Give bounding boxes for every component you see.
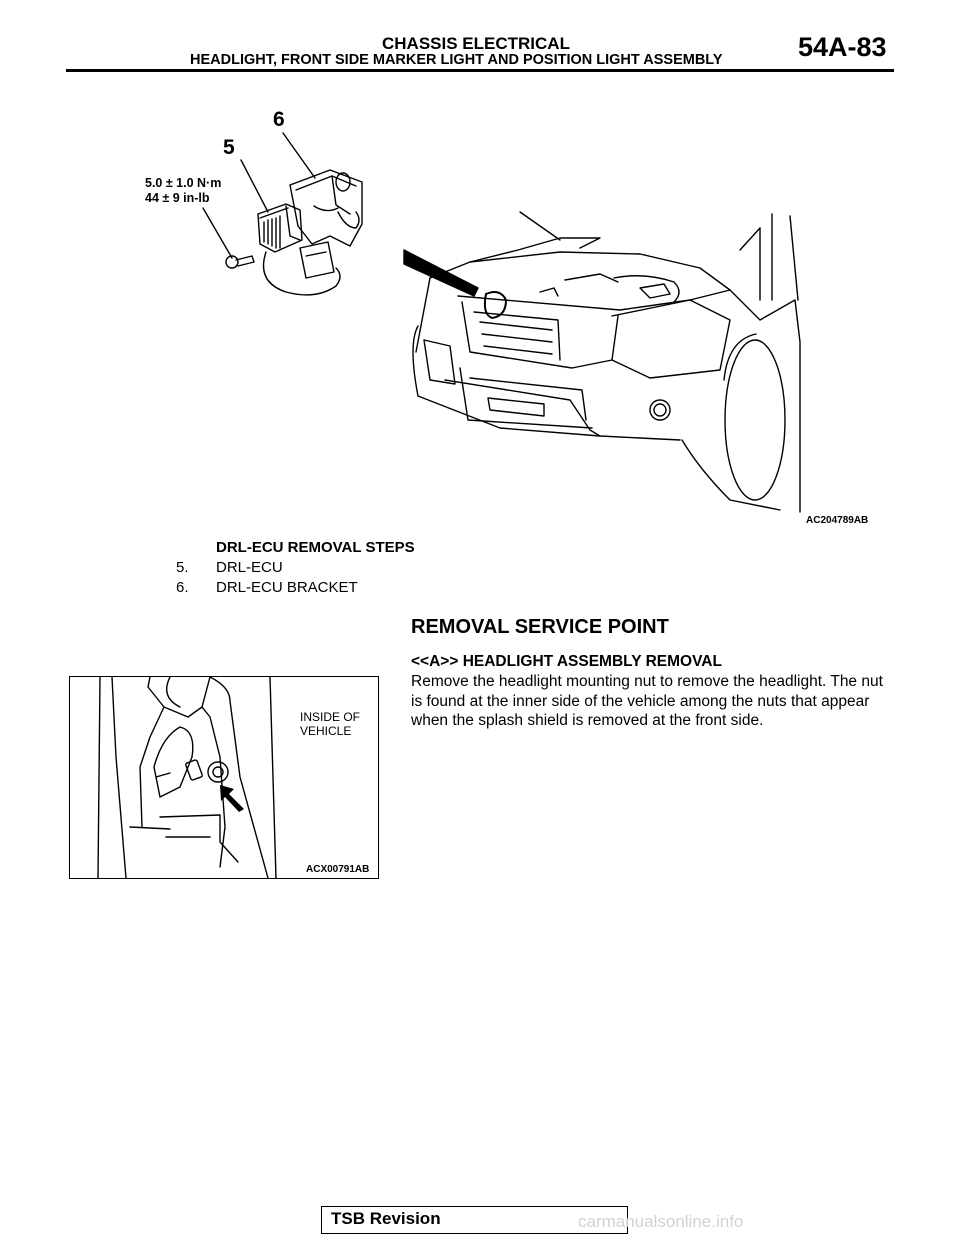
tsb-revision-label: TSB Revision <box>331 1209 441 1228</box>
step-number: 6. <box>176 579 189 596</box>
step-number: 5. <box>176 559 189 576</box>
header-rule <box>66 69 894 72</box>
watermark: carmanualsonline.info <box>578 1212 744 1231</box>
inside-vehicle-illustration <box>97 677 277 878</box>
removal-steps-heading: DRL-ECU REMOVAL STEPS <box>216 539 415 556</box>
step-label: DRL-ECU <box>216 559 283 576</box>
removal-steps: DRL-ECU REMOVAL STEPS 5. DRL-ECU 6. DRL-EC… <box>176 538 415 598</box>
callout-6: 6 <box>273 108 285 131</box>
drl-ecu-unit <box>257 203 303 253</box>
service-point-heading: REMOVAL SERVICE POINT <box>411 616 669 638</box>
page-number: 54A-83 <box>798 32 887 62</box>
callout-5-leader <box>240 159 269 213</box>
callout-6-leader <box>282 132 316 179</box>
list-item: 5. DRL-ECU <box>176 558 415 578</box>
service-point-subheading: <<A>> HEADLIGHT ASSEMBLY REMOVAL <box>411 653 722 670</box>
callout-5: 5 <box>223 136 235 159</box>
step-label: DRL-ECU BRACKET <box>216 579 358 596</box>
drl-ecu-illustration <box>202 132 801 513</box>
figure2-frame <box>69 676 379 879</box>
ecu-harness <box>262 241 341 296</box>
figure2-id: ACX00791AB <box>306 864 370 875</box>
list-item: 6. DRL-ECU BRACKET <box>176 578 415 598</box>
torque-nm: 5.0 ± 1.0 N·m <box>145 176 222 190</box>
drl-ecu-bracket <box>289 169 363 247</box>
torque-spec: 5.0 ± 1.0 N·m 44 ± 9 in-lb <box>145 176 221 206</box>
inside-of-vehicle-label: INSIDE OF VEHICLE <box>300 710 361 738</box>
service-point-body: Remove the headlight mounting nut to rem… <box>411 673 883 729</box>
torque-leader <box>202 207 233 259</box>
ecu-mounting-bolt <box>225 255 255 269</box>
torque-inlb: 44 ± 9 in-lb <box>145 191 210 205</box>
section-title: CHASSIS ELECTRICAL <box>382 34 570 53</box>
vehicle-illustration <box>412 211 801 513</box>
nut-arrow <box>220 785 244 812</box>
tsb-revision-box <box>321 1206 628 1234</box>
figure1-id: AC204789AB <box>806 515 869 526</box>
section-subtitle: HEADLIGHT, FRONT SIDE MARKER LIGHT AND P… <box>190 52 723 68</box>
